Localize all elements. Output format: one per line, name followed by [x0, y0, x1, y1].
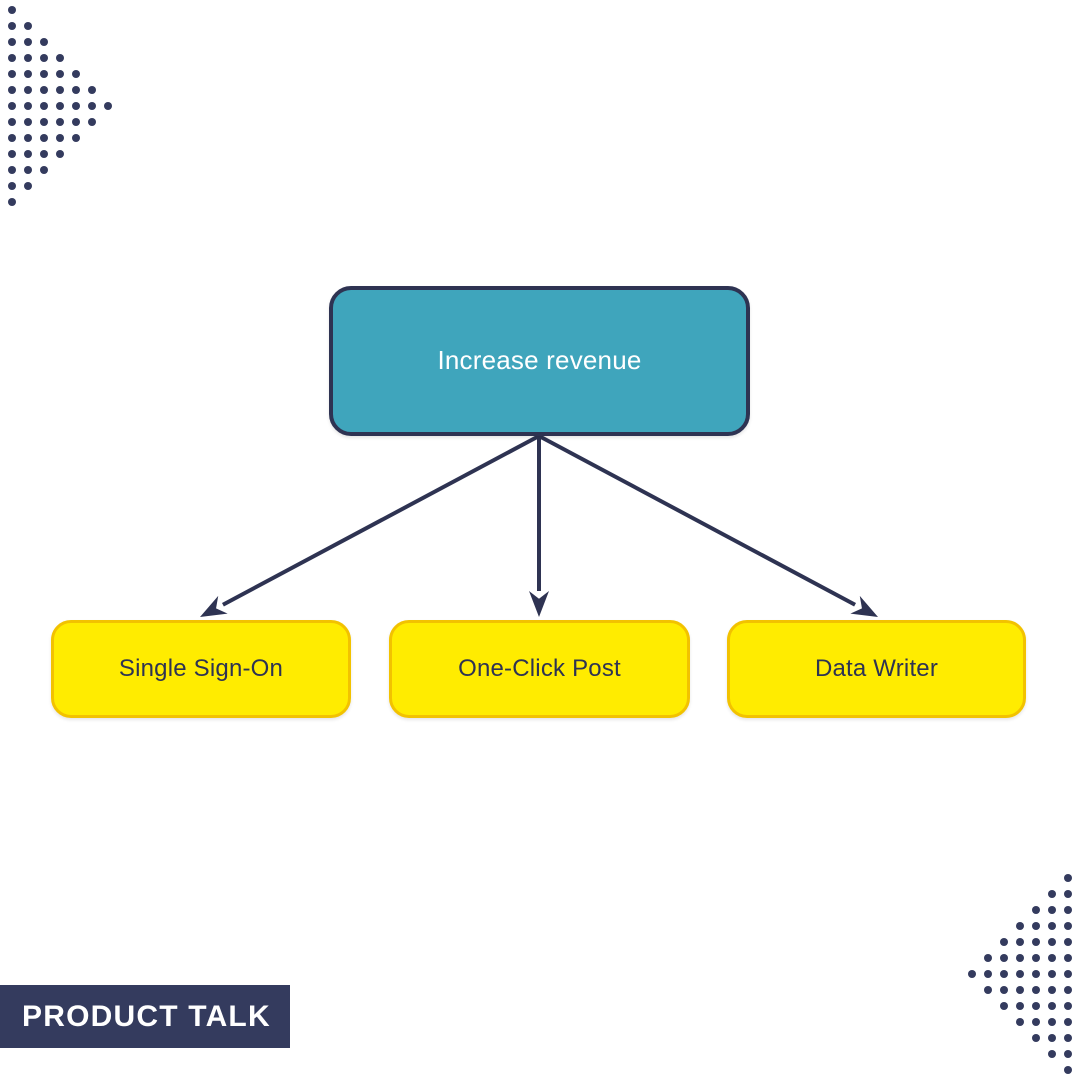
footer-badge: PRODUCT TALK: [0, 985, 290, 1048]
node-single-sign-on[interactable]: Single Sign-On: [51, 620, 351, 718]
node-data-writer[interactable]: Data Writer: [727, 620, 1026, 718]
node-label: Data Writer: [814, 654, 939, 682]
node-increase-revenue[interactable]: Increase revenue: [329, 286, 750, 436]
node-label: One-Click Post: [458, 654, 621, 682]
node-label: Increase revenue: [437, 345, 642, 376]
node-label: Single Sign-On: [118, 654, 284, 682]
node-one-click-post[interactable]: One-Click Post: [389, 620, 690, 718]
footer-badge-label: PRODUCT TALK: [22, 999, 271, 1033]
